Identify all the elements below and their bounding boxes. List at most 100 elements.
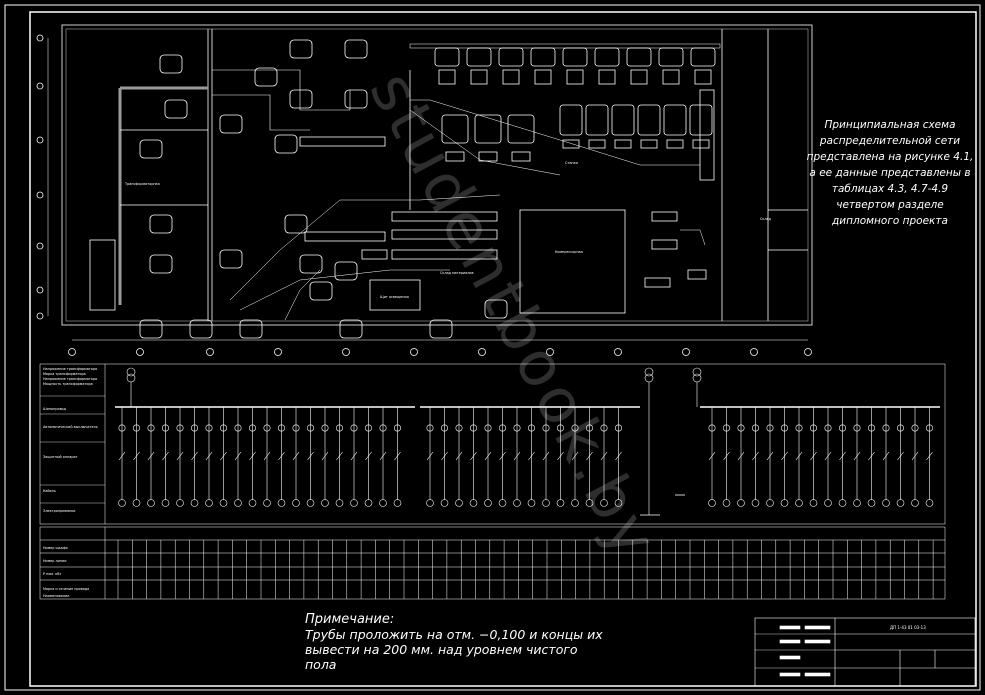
machine xyxy=(626,47,652,67)
breaker-symbol xyxy=(708,424,716,432)
machine xyxy=(149,214,173,234)
breaker-symbol xyxy=(133,424,141,432)
switch-symbol xyxy=(118,451,126,461)
breaker-symbol xyxy=(925,424,933,432)
breaker-symbol xyxy=(176,424,184,432)
machine xyxy=(149,254,173,274)
breaker-symbol xyxy=(824,424,832,432)
scheme-row-label: Мощность трансформатора xyxy=(43,382,93,386)
machine xyxy=(219,249,243,269)
motor-symbol xyxy=(708,499,716,507)
machine xyxy=(334,261,358,281)
motor-symbol xyxy=(737,499,745,507)
axis-marker xyxy=(682,348,690,356)
motor-symbol xyxy=(853,499,861,507)
scheme-row-label: Марка трансформатора xyxy=(43,372,86,376)
switch-symbol xyxy=(737,451,745,461)
switch-symbol xyxy=(586,451,593,461)
motor-symbol xyxy=(925,499,934,507)
motor-symbol xyxy=(498,499,507,507)
breaker-symbol xyxy=(896,424,904,432)
switch-symbol xyxy=(926,451,933,461)
breaker-symbol xyxy=(882,424,890,432)
switch-symbol xyxy=(350,451,358,461)
machine xyxy=(484,299,508,319)
axis-marker xyxy=(750,348,758,356)
breaker-symbol xyxy=(350,424,358,432)
motor-symbol xyxy=(556,499,565,507)
machine xyxy=(284,214,308,234)
switch-symbol xyxy=(824,451,832,461)
breaker-symbol xyxy=(249,424,257,432)
machine xyxy=(530,47,556,67)
motor-symbol xyxy=(795,499,803,507)
motor-symbol xyxy=(824,499,832,507)
machine xyxy=(562,47,588,67)
motor-symbol xyxy=(571,499,579,507)
motor-symbol xyxy=(176,499,184,507)
plan-label-materials: Склад материалов xyxy=(440,271,473,275)
switch-symbol xyxy=(557,451,564,461)
switch-symbol xyxy=(321,451,329,461)
breaker-symbol xyxy=(335,424,343,432)
switch-symbol xyxy=(336,451,343,461)
machine xyxy=(219,114,243,134)
motor-symbol xyxy=(766,499,774,507)
switch-symbol xyxy=(307,451,314,461)
machine-panel xyxy=(562,139,580,149)
scheme-row-label: Кабель xyxy=(43,489,56,493)
motor-symbol xyxy=(527,499,536,507)
axis-marker xyxy=(136,348,144,356)
axis-marker xyxy=(36,242,44,250)
switch-symbol xyxy=(191,451,198,461)
breaker-symbol xyxy=(766,424,774,432)
motor-symbol xyxy=(513,499,521,507)
breaker-symbol xyxy=(614,424,622,432)
breaker-symbol xyxy=(220,424,228,432)
breaker-symbol xyxy=(484,424,492,432)
note-right: Принципиальная схема распределительной с… xyxy=(806,119,974,227)
motor-symbol xyxy=(161,499,170,507)
machine xyxy=(441,114,469,144)
data-table xyxy=(39,526,946,600)
motor-symbol xyxy=(147,499,155,507)
machine-panel xyxy=(640,139,658,149)
breaker-symbol xyxy=(498,424,506,432)
motor-symbol xyxy=(321,499,329,507)
axis-marker xyxy=(36,286,44,294)
breaker-symbol xyxy=(853,424,861,432)
motor-symbol xyxy=(440,499,449,507)
breaker-symbol xyxy=(722,424,730,432)
motor-symbol xyxy=(205,499,213,507)
switch-symbol xyxy=(278,451,285,461)
switch-symbol xyxy=(528,451,535,461)
machine xyxy=(658,47,684,67)
machine xyxy=(189,319,213,339)
switch-symbol xyxy=(249,451,256,461)
switch-symbol xyxy=(853,451,861,461)
breaker-symbol xyxy=(571,424,579,432)
table-row-label: Номер шкафа xyxy=(43,546,68,550)
motor-symbol xyxy=(455,499,463,507)
breaker-symbol xyxy=(455,424,463,432)
table-row-label: Номер линии xyxy=(43,559,67,563)
switch-symbol xyxy=(455,451,463,461)
scheme-row-label: Напряжение трансформатора xyxy=(43,377,97,381)
table-row-label: Р ном. кВт xyxy=(43,572,62,576)
machine xyxy=(239,319,263,339)
motor-symbol xyxy=(248,499,257,507)
motor-symbol xyxy=(911,499,919,507)
scheme-row-label: Шинопровод xyxy=(43,407,67,411)
breaker-symbol xyxy=(191,424,199,432)
breaker-symbol xyxy=(292,424,300,432)
note-text: Трубы проложить на отм. −0,100 и концы и… xyxy=(305,627,603,672)
breaker-symbol xyxy=(513,424,521,432)
switch-symbol xyxy=(897,451,904,461)
title-block xyxy=(754,617,976,687)
breaker-symbol xyxy=(867,424,875,432)
motor-symbol xyxy=(364,499,373,507)
plan-label-shchit: Щит освещения xyxy=(380,295,409,299)
motor-symbol xyxy=(219,499,228,507)
machine xyxy=(474,114,502,144)
